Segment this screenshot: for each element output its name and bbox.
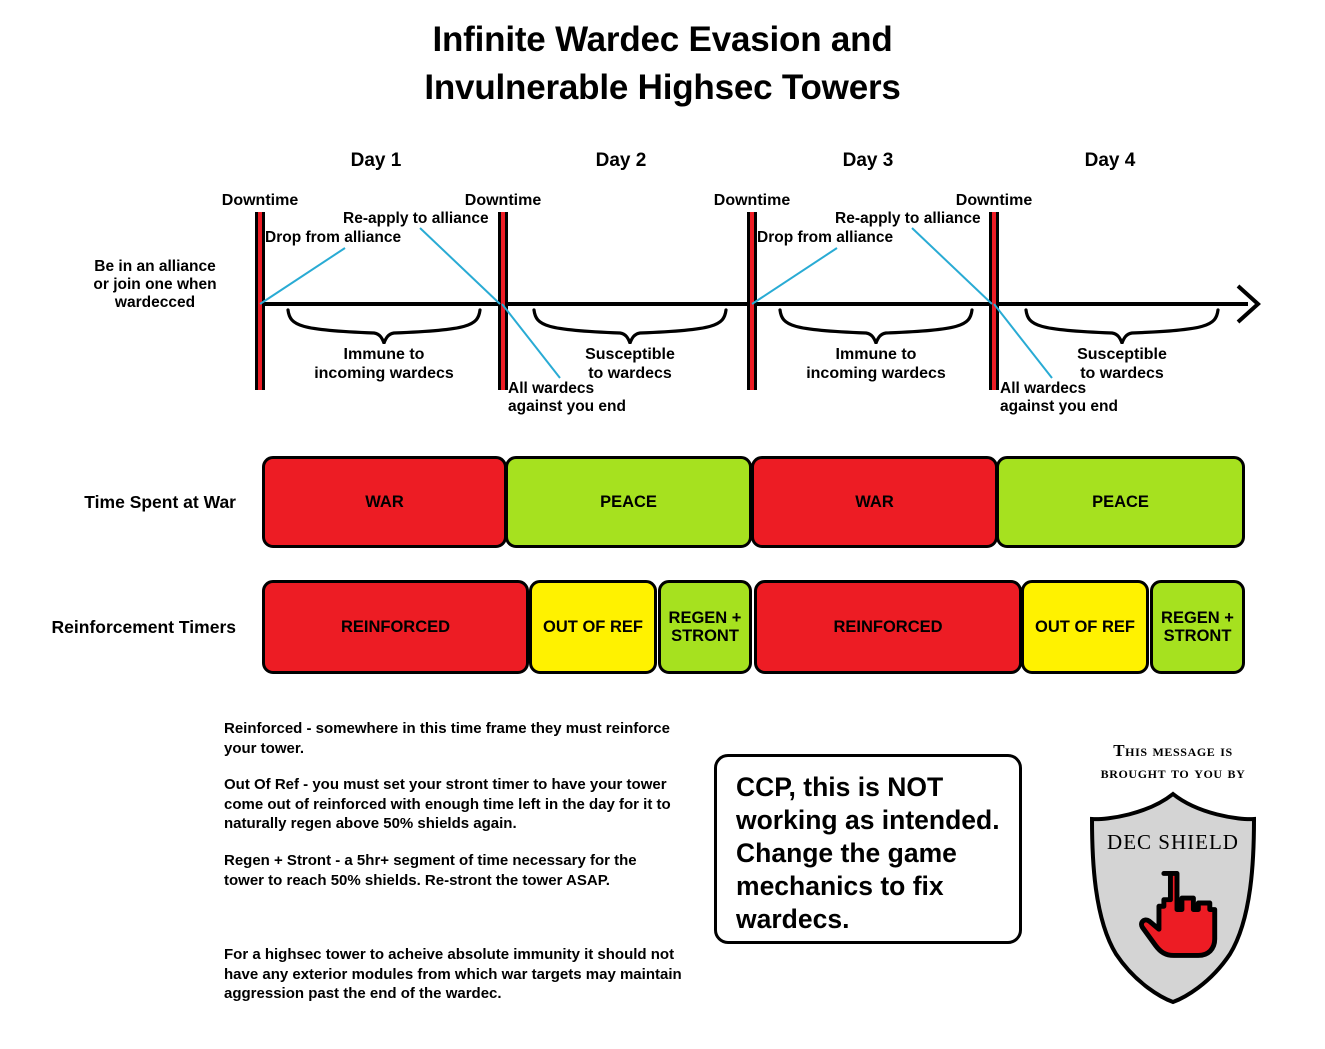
paragraph-regen-stront: Regen + Stront - a 5hr+ segment of time … (224, 852, 637, 889)
drop-from-alliance-label-2: Drop from alliance (757, 229, 894, 246)
timeline-arrow-icon (1236, 284, 1261, 324)
left-note: Be in an alliance or join one when warde… (60, 258, 250, 312)
brace-label-2: Susceptible to wardecs (530, 345, 730, 383)
brace-1 (286, 308, 482, 344)
brace-3 (778, 308, 974, 344)
page-title-line-2: Invulnerable Highsec Towers (424, 68, 901, 107)
paragraph-out-of-ref: Out Of Ref - you must set your stront ti… (224, 776, 671, 832)
downtime-marker-2 (498, 212, 508, 390)
leader-lines (259, 227, 1053, 379)
wardecs-end-line-1b: All wardecs (1000, 380, 1087, 397)
brace-label-3: Immune to incoming wardecs (776, 345, 976, 383)
regen-stront-segment-1: REGEN + STRONT (658, 580, 752, 674)
brace-4-line-1: Susceptible (1077, 346, 1167, 363)
left-note-line-1: Be in an alliance (94, 258, 216, 275)
dec-shield-logo: DEC SHIELD (1078, 788, 1268, 1006)
row-label-time-spent-at-war: Time Spent at War (84, 492, 236, 512)
day-label-3: Day 3 (842, 150, 894, 171)
brace-4-line-2: to wardecs (1080, 365, 1164, 382)
page-title: Infinite Wardec Evasion and Invulnerable… (0, 16, 1325, 112)
page-title-line-1: Infinite Wardec Evasion and (432, 20, 893, 59)
wardecs-end-line-2b: against you end (1000, 398, 1118, 415)
out-of-ref-segment-2: OUT OF REF (1021, 580, 1149, 674)
ccp-callout-text: CCP, this is NOT working as intended. Ch… (736, 772, 1000, 934)
day-label-2: Day 2 (595, 150, 647, 171)
drop-from-alliance-label-1: Drop from alliance (265, 229, 402, 246)
downtime-label-3: Downtime (713, 192, 791, 209)
wardecs-end-line-1: All wardecs (508, 380, 595, 397)
paragraph-reinforced: Reinforced - somewhere in this time fram… (224, 720, 670, 757)
wardecs-end-label-1: All wardecs against you end (508, 380, 626, 416)
peace-segment-1: PEACE (505, 456, 752, 548)
brought-line-1: This message is (1113, 741, 1233, 760)
war-segment-1: WAR (262, 456, 507, 548)
reinforced-segment-1: REINFORCED (262, 580, 529, 674)
brace-2-line-2: to wardecs (588, 365, 672, 382)
war-segment-2: WAR (751, 456, 998, 548)
brought-line-2: brought to you by (1100, 763, 1246, 782)
hand-icon (1139, 870, 1218, 958)
brace-3-line-2: incoming wardecs (806, 365, 946, 382)
brace-2 (532, 308, 728, 344)
timeline-diagram: Day 1 Day 2 Day 3 Day 4 Downtime Downtim… (0, 140, 1325, 430)
left-note-line-2: or join one when wardecced (93, 276, 217, 311)
downtime-label-1: Downtime (221, 192, 299, 209)
day-label-4: Day 4 (1084, 150, 1136, 171)
reapply-to-alliance-label-1: Re-apply to alliance (343, 210, 489, 227)
downtime-marker-4 (989, 212, 999, 390)
day-label-1: Day 1 (350, 150, 402, 171)
brace-1-line-2: incoming wardecs (314, 365, 454, 382)
downtime-label-2: Downtime (464, 192, 542, 209)
brace-label-1: Immune to incoming wardecs (284, 345, 484, 383)
brought-to-you-by: This message is brought to you by (1058, 740, 1288, 784)
row-label-reinforcement-timers: Reinforcement Timers (51, 617, 236, 637)
brace-4 (1024, 308, 1220, 344)
paragraph-absolute-immunity: For a highsec tower to acheive absolute … (224, 946, 682, 1002)
downtime-label-4: Downtime (955, 192, 1033, 209)
out-of-ref-segment-1: OUT OF REF (529, 580, 657, 674)
wardecs-end-label-2: All wardecs against you end (1000, 380, 1118, 416)
brace-1-line-1: Immune to (343, 346, 425, 363)
wardecs-end-line-2: against you end (508, 398, 626, 415)
dec-shield-text: DEC SHIELD (1107, 830, 1239, 854)
peace-segment-2: PEACE (996, 456, 1245, 548)
ccp-callout-box: CCP, this is NOT working as intended. Ch… (714, 754, 1022, 944)
brace-3-line-1: Immune to (835, 346, 917, 363)
reapply-to-alliance-label-2: Re-apply to alliance (835, 210, 981, 227)
brace-label-4: Susceptible to wardecs (1022, 345, 1222, 383)
regen-stront-segment-2: REGEN + STRONT (1150, 580, 1245, 674)
reinforced-segment-2: REINFORCED (754, 580, 1022, 674)
brace-2-line-1: Susceptible (585, 346, 675, 363)
